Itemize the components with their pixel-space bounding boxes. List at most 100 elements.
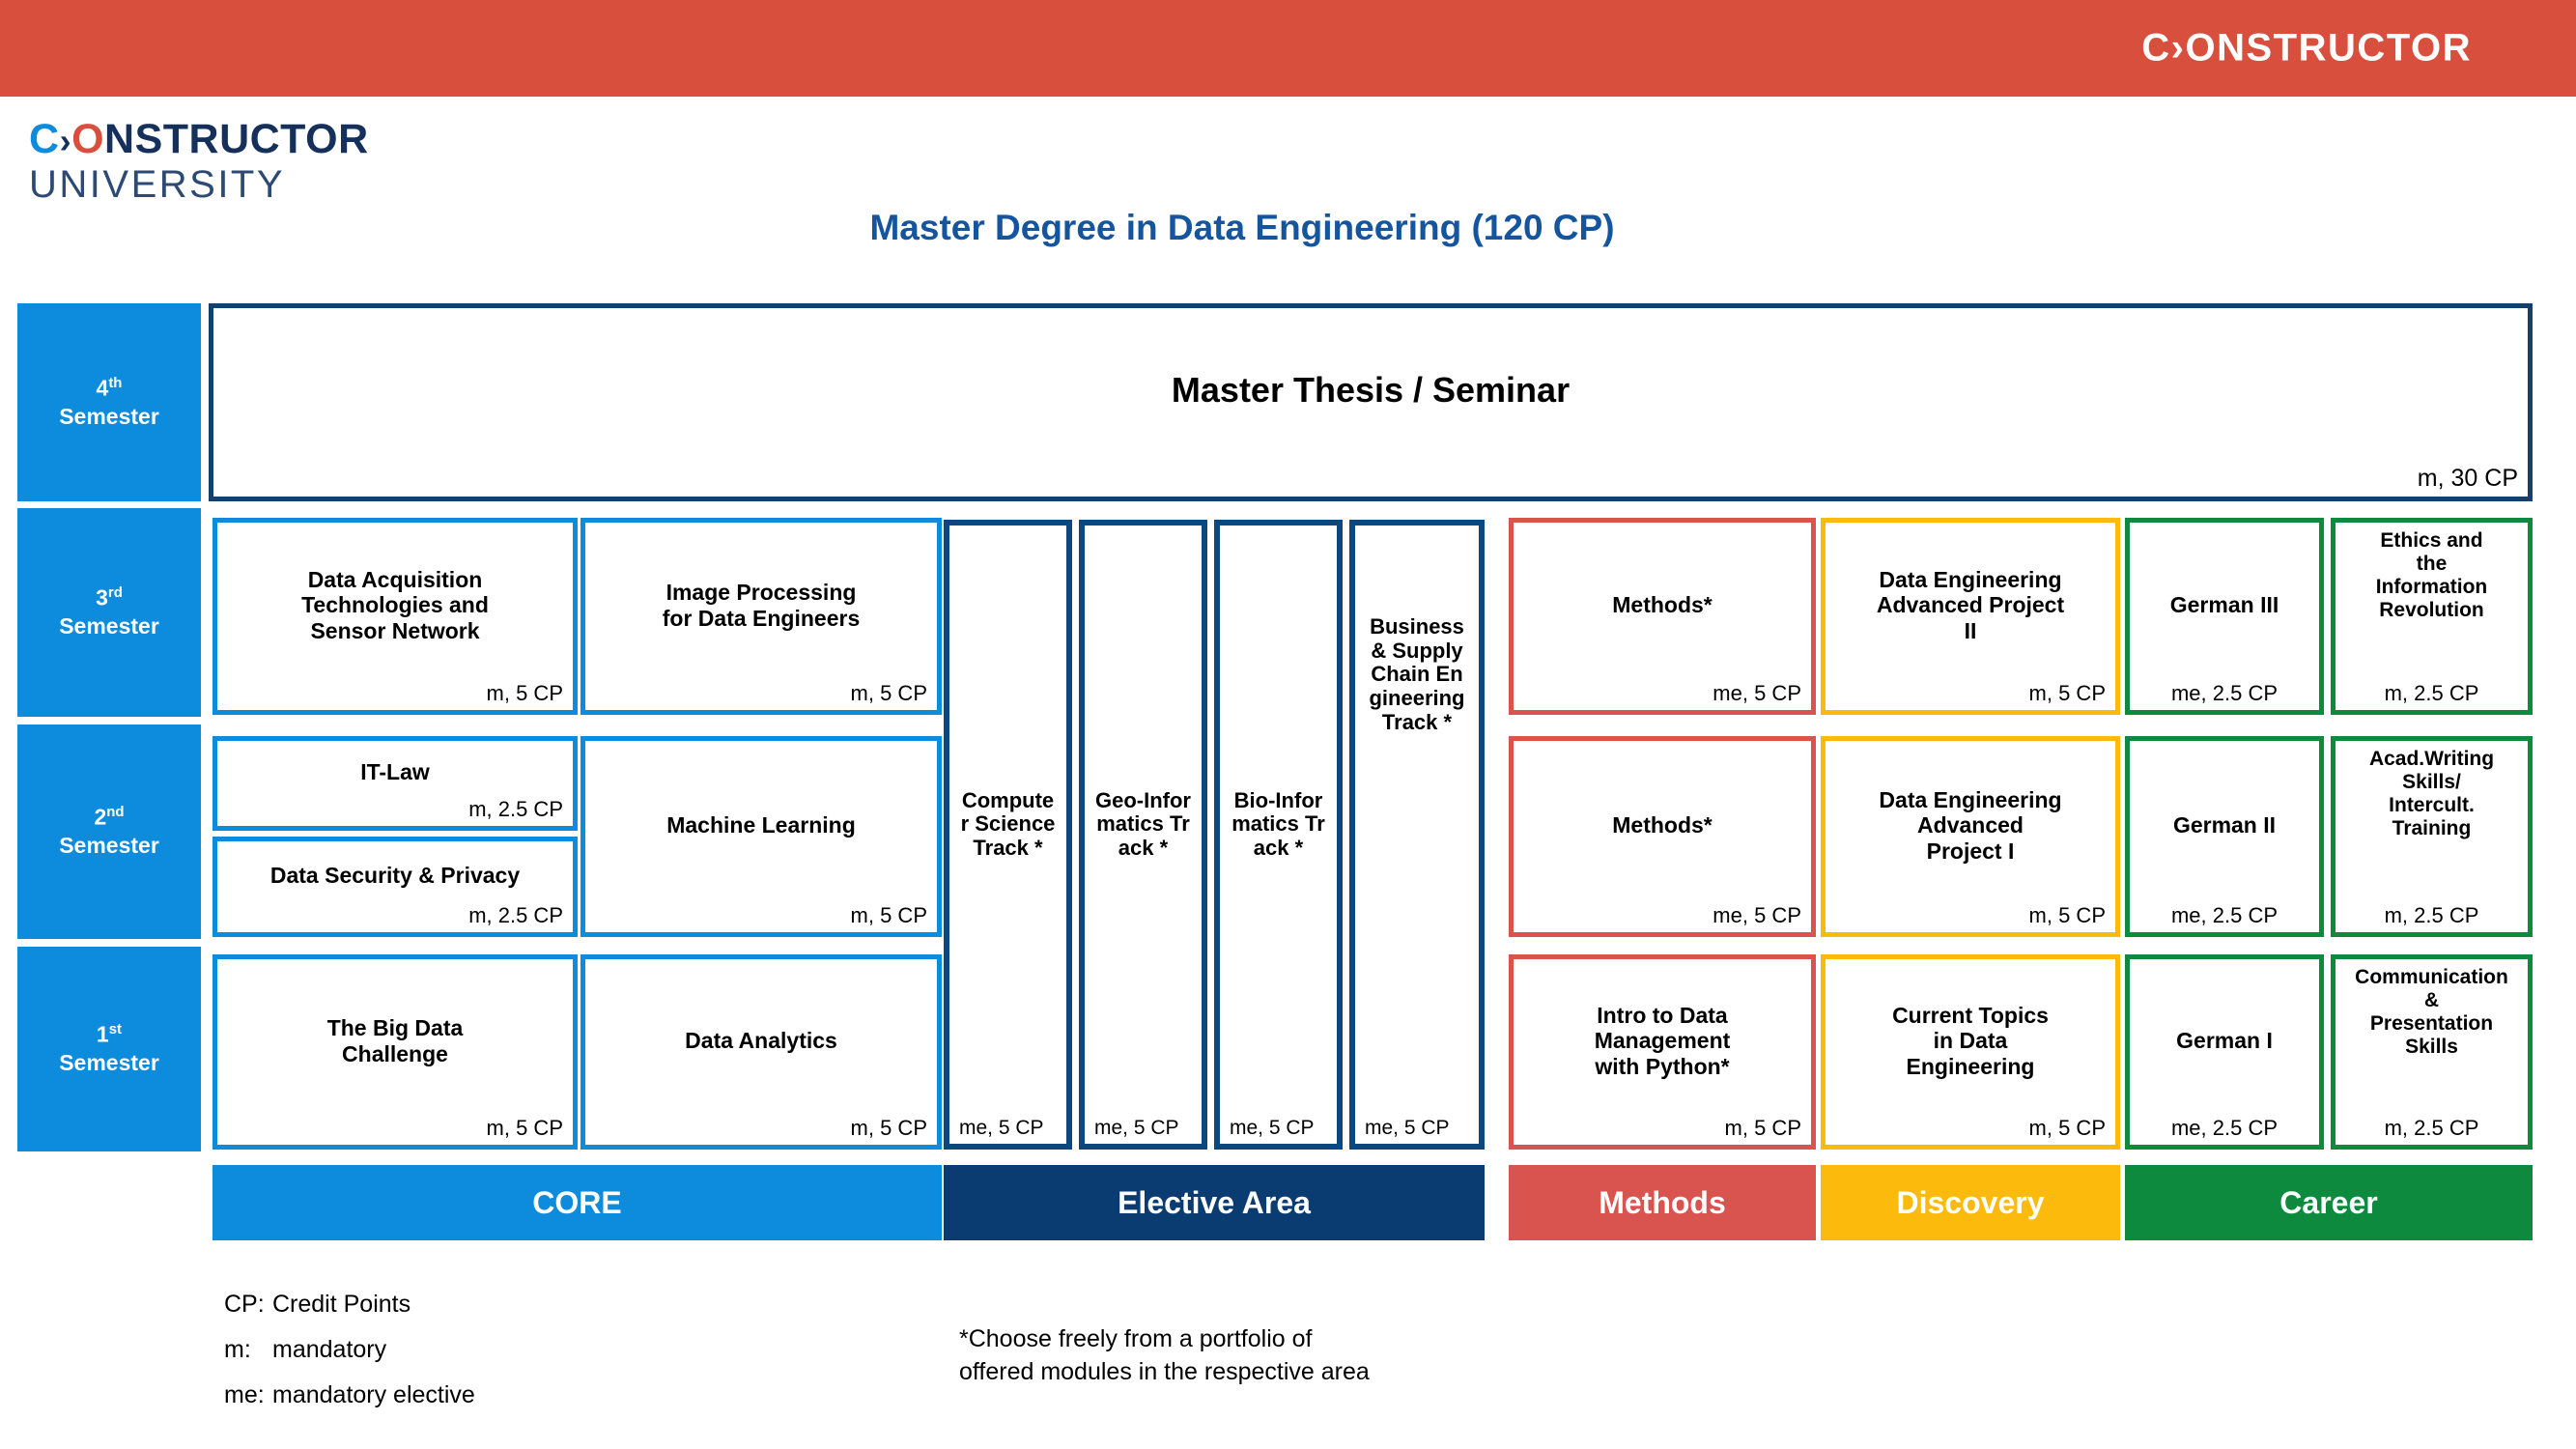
legend-value-m: mandatory (272, 1336, 387, 1363)
page-title-text: Master Degree in Data Engineering (120 C… (869, 208, 1615, 247)
module-credits: m, 2.5 CP (468, 902, 563, 927)
legend-asterisk-note: *Choose freely from a portfolio of offer… (959, 1323, 1370, 1389)
module-credits: m, 2.5 CP (2384, 1115, 2479, 1140)
module-image-processing[interactable]: Image Processing for Data Engineers m, 5… (580, 518, 942, 715)
legend-note-line-2: offered modules in the respective area (959, 1357, 1370, 1385)
module-title: Data Engineering Advanced Project I (1879, 786, 2062, 865)
module-german-3[interactable]: German III me, 2.5 CP (2125, 518, 2324, 715)
category-bar-label: CORE (532, 1184, 622, 1220)
module-credits: m, 5 CP (2028, 1115, 2106, 1140)
module-credits: m, 5 CP (2028, 902, 2106, 927)
module-current-topics-data-engineering[interactable]: Current Topics in Data Engineering m, 5 … (1821, 954, 2120, 1150)
category-bar-career[interactable]: Career (2125, 1165, 2533, 1240)
category-bar-core[interactable]: CORE (212, 1165, 942, 1240)
module-business-supply-chain-track[interactable]: Business & Supply Chain Engineering Trac… (1349, 520, 1485, 1150)
module-title: Data Security & Privacy (269, 863, 521, 889)
module-credits: me, 5 CP (1713, 680, 1801, 705)
module-title: Data Engineering Advanced Project II (1876, 566, 2065, 644)
legend-value-me: mandatory elective (272, 1381, 475, 1408)
brand-subline: UNIVERSITY (29, 163, 286, 207)
module-credits: me, 2.5 CP (2170, 680, 2279, 705)
semester-label-1: 1st Semester (17, 947, 201, 1151)
module-data-security-privacy[interactable]: Data Security & Privacy m, 2.5 CP (212, 837, 578, 937)
module-credits: m, 2.5 CP (2384, 680, 2479, 705)
module-credits: me, 2.5 CP (2170, 1115, 2279, 1140)
semester-label-3: 3rd Semester (17, 508, 201, 717)
module-credits: m, 2.5 CP (2384, 902, 2479, 927)
module-ethics-information-revolution[interactable]: Ethics and the Information Revolution m,… (2331, 518, 2533, 715)
module-title: Communication & Presentation Skills (2355, 966, 2508, 1058)
module-title: Ethics and the Information Revolution (2375, 529, 2488, 621)
module-title: German III (2169, 592, 2279, 618)
constructor-header-logo: C›ONSTRUCTOR (2141, 26, 2472, 70)
brand-letter-o: O (71, 116, 105, 162)
semester-4-ordinal: 4th (96, 374, 123, 401)
module-title: Geo-Informatics Track * (1095, 787, 1191, 860)
module-computer-science-track[interactable]: Computer Science Track * me, 5 CP (944, 520, 1072, 1150)
module-credits: me, 5 CP (1713, 902, 1801, 927)
semester-2-word: Semester (59, 833, 159, 859)
module-de-advanced-project-2[interactable]: Data Engineering Advanced Project II m, … (1821, 518, 2120, 715)
category-bar-label: Methods (1599, 1184, 1726, 1220)
module-credits: m, 2.5 CP (468, 796, 563, 821)
module-title: Data Acquisition Technologies and Sensor… (301, 566, 489, 644)
module-big-data-challenge[interactable]: The Big Data Challenge m, 5 CP (212, 954, 578, 1150)
brand-arrow-icon: › (59, 121, 72, 160)
category-bar-label: Discovery (1896, 1184, 2045, 1220)
module-methods-2[interactable]: Methods* me, 5 CP (1509, 736, 1816, 937)
module-title: Image Processing for Data Engineers (662, 580, 861, 631)
module-credits: m, 5 CP (486, 1115, 563, 1140)
legend-note-line-1: *Choose freely from a portfolio of (959, 1325, 1313, 1352)
module-geo-informatics-track[interactable]: Geo-Informatics Track * me, 5 CP (1079, 520, 1207, 1150)
category-bar-elective-area[interactable]: Elective Area (944, 1165, 1485, 1240)
semester-3-word: Semester (59, 613, 159, 639)
module-title: German II (2172, 812, 2277, 838)
module-credits: m, 30 CP (2417, 464, 2518, 492)
module-credits: m, 5 CP (2028, 680, 2106, 705)
module-title: Methods* (1612, 592, 1713, 618)
module-machine-learning[interactable]: Machine Learning m, 5 CP (580, 736, 942, 937)
module-credits: m, 5 CP (850, 1115, 927, 1140)
module-data-acquisition[interactable]: Data Acquisition Technologies and Sensor… (212, 518, 578, 715)
module-credits: me, 5 CP (1230, 1116, 1315, 1139)
module-academic-writing-intercultural[interactable]: Acad.Writing Skills/ Intercult. Training… (2331, 736, 2533, 937)
semester-3-ordinal: 3rd (96, 584, 123, 611)
module-title: Data Analytics (685, 1028, 837, 1054)
category-bar-label: Career (2279, 1184, 2378, 1220)
semester-label-2: 2nd Semester (17, 724, 201, 939)
module-credits: m, 5 CP (486, 680, 563, 705)
legend-row-cp: CP:Credit Points (224, 1293, 475, 1317)
module-german-2[interactable]: German II me, 2.5 CP (2125, 736, 2324, 937)
module-title: Computer Science Track * (960, 787, 1056, 860)
module-title: German I (2176, 1028, 2273, 1054)
legend-key-m: m: (224, 1336, 251, 1363)
module-credits: me, 5 CP (1365, 1116, 1450, 1139)
module-de-advanced-project-1[interactable]: Data Engineering Advanced Project I m, 5… (1821, 736, 2120, 937)
module-credits: m, 5 CP (850, 680, 927, 705)
module-title: Machine Learning (666, 812, 856, 838)
module-methods-3[interactable]: Methods* me, 5 CP (1509, 518, 1816, 715)
brand-letter-c: C (29, 116, 60, 162)
module-title: Methods* (1612, 812, 1713, 838)
constructor-university-logo: C›ONSTRUCTOR UNIVERSITY (29, 116, 369, 207)
module-credits: me, 2.5 CP (2170, 902, 2279, 927)
module-intro-data-management-python[interactable]: Intro to Data Management with Python* m,… (1509, 954, 1816, 1150)
module-title: Current Topics in Data Engineering (1892, 1002, 2049, 1080)
module-master-thesis[interactable]: Master Thesis / Seminar m, 30 CP (209, 303, 2533, 501)
semester-4-word: Semester (59, 403, 159, 429)
module-communication-presentation-skills[interactable]: Communication & Presentation Skills m, 2… (2331, 954, 2533, 1150)
category-bar-methods[interactable]: Methods (1509, 1165, 1816, 1240)
semester-1-ordinal: 1st (96, 1021, 123, 1047)
module-data-analytics[interactable]: Data Analytics m, 5 CP (580, 954, 942, 1150)
module-title: Master Thesis / Seminar (1171, 369, 1571, 410)
module-german-1[interactable]: German I me, 2.5 CP (2125, 954, 2324, 1150)
top-banner: C›ONSTRUCTOR (0, 0, 2576, 97)
category-bar-label: Elective Area (1118, 1184, 1311, 1220)
category-bar-discovery[interactable]: Discovery (1821, 1165, 2120, 1240)
semester-2-ordinal: 2nd (94, 804, 125, 830)
module-it-law[interactable]: IT-Law m, 2.5 CP (212, 736, 578, 831)
semester-1-word: Semester (59, 1050, 159, 1076)
module-title: Business & Supply Chain Engineering Trac… (1369, 614, 1465, 734)
module-bio-informatics-track[interactable]: Bio-Informatics Track * me, 5 CP (1214, 520, 1343, 1150)
